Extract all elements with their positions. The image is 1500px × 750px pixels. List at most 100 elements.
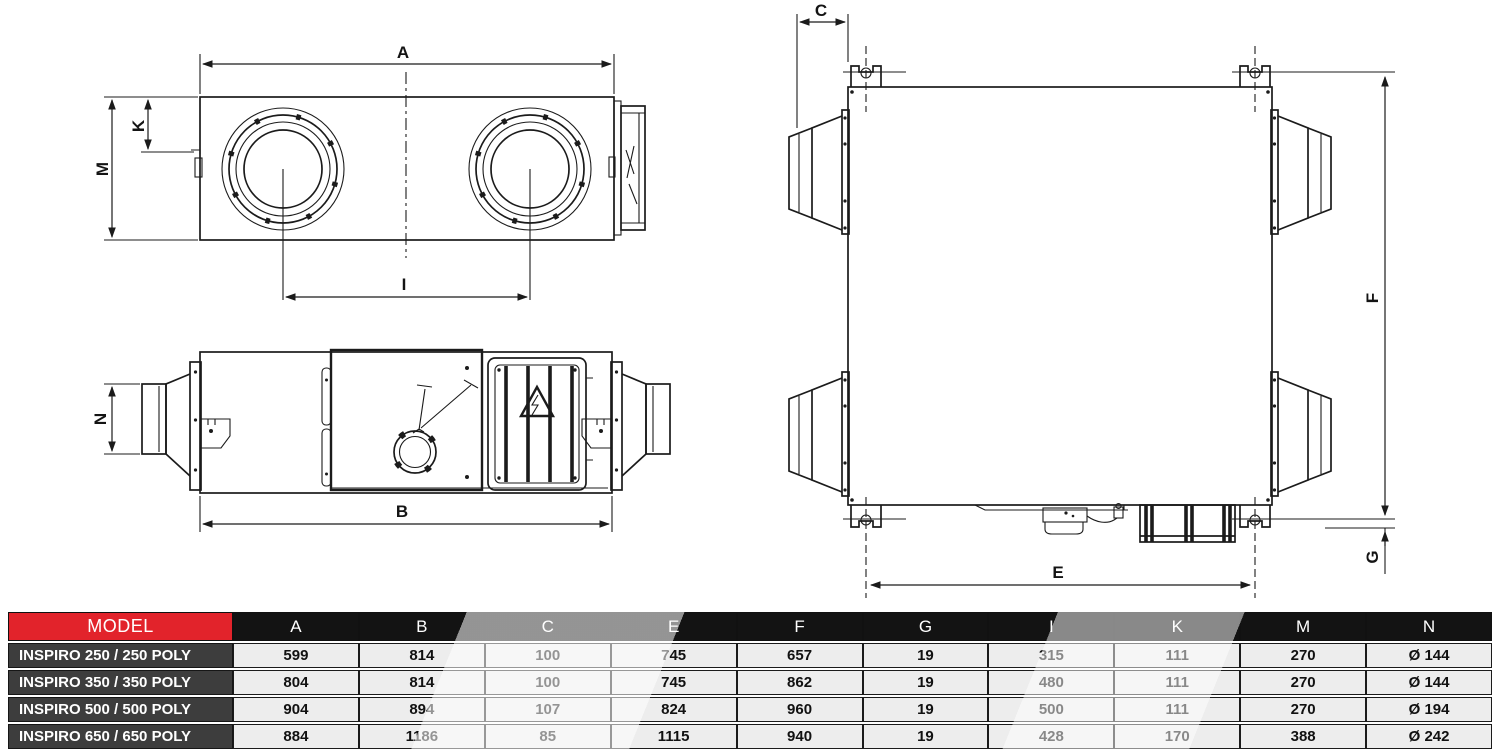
technical-drawing: A I M <box>91 1 1395 598</box>
table-row: INSPIRO 650 / 650 POLY 884 1186 85 1115 … <box>8 724 1492 749</box>
col-header-a: A <box>233 612 359 641</box>
col-header-k: K <box>1114 612 1241 641</box>
mount-bracket-bottom-right <box>1232 497 1395 598</box>
dim-label-e: E <box>1052 563 1063 582</box>
model-header-cell: MODEL <box>8 612 233 641</box>
end-duct-right-top <box>1270 109 1332 235</box>
spec-cell: 940 <box>736 724 863 749</box>
spec-cell: 19 <box>862 724 989 749</box>
dimension-e: E <box>869 563 1252 589</box>
mount-tab-left <box>200 418 231 449</box>
spec-cell: 388 <box>1240 724 1367 749</box>
damper-levers <box>412 379 479 434</box>
table-row: INSPIRO 250 / 250 POLY 599 814 100 745 6… <box>8 643 1492 668</box>
spec-cell: 100 <box>484 643 611 668</box>
unit-body-side <box>199 351 613 494</box>
spec-cell: 111 <box>1114 643 1241 668</box>
spec-cell: 170 <box>1114 724 1241 749</box>
dim-label-b: B <box>396 502 408 521</box>
filter-grille <box>487 357 593 491</box>
dim-label-a: A <box>397 43 409 62</box>
dim-label-m: M <box>93 162 112 176</box>
spec-cell: 960 <box>736 697 863 722</box>
dimension-c: C <box>796 1 849 128</box>
unit-body-end <box>847 86 1273 506</box>
col-header-c: C <box>484 612 611 641</box>
col-header-g: G <box>862 612 989 641</box>
dimension-n: N <box>91 383 140 455</box>
mount-bracket-bottom-left <box>843 497 906 598</box>
drain-trap <box>1042 502 1124 535</box>
top-view: A I M <box>93 43 646 301</box>
spec-cell: 904 <box>233 697 359 722</box>
dim-label-c: C <box>815 1 827 20</box>
spec-cell: Ø 194 <box>1366 697 1492 722</box>
spec-cell: 19 <box>862 697 989 722</box>
spec-cell: 500 <box>988 697 1115 722</box>
dimensions-table: MODEL A B C E F G I K M N INSPIRO 250 / … <box>8 612 1492 749</box>
spec-cell: 111 <box>1114 697 1241 722</box>
spec-cell: Ø 144 <box>1366 670 1492 695</box>
spec-cell: 862 <box>736 670 863 695</box>
mount-bracket-top-left <box>843 46 906 112</box>
junction-box <box>608 100 646 236</box>
spec-cell: 19 <box>862 670 989 695</box>
spec-cell: 824 <box>610 697 737 722</box>
spec-cell: 1115 <box>610 724 737 749</box>
table-header-row: MODEL A B C E F G I K M N <box>8 612 1492 641</box>
col-header-f: F <box>736 612 863 641</box>
dim-label-f: F <box>1363 293 1382 303</box>
model-cell: INSPIRO 500 / 500 POLY <box>8 697 233 722</box>
spec-cell: 745 <box>610 643 737 668</box>
col-header-m: M <box>1240 612 1367 641</box>
end-duct-left-top <box>788 109 850 235</box>
spec-cell: 428 <box>988 724 1115 749</box>
spec-cell: 599 <box>233 643 359 668</box>
control-box <box>1139 504 1236 543</box>
spec-cell: 85 <box>484 724 611 749</box>
spec-cell: 100 <box>484 670 611 695</box>
mount-bracket-top-right <box>1232 46 1395 112</box>
col-header-e: E <box>610 612 737 641</box>
dimension-k: K <box>129 98 194 153</box>
col-header-n: N <box>1366 612 1492 641</box>
high-voltage-warning-icon <box>518 384 556 418</box>
spec-cell: 814 <box>358 670 485 695</box>
end-duct-left-bottom <box>788 371 850 497</box>
spec-cell: 270 <box>1240 670 1367 695</box>
side-duct-right <box>610 361 671 491</box>
dim-label-g: G <box>1363 550 1382 563</box>
dimension-a: A <box>199 43 615 94</box>
dimension-g: G <box>1325 527 1395 574</box>
spec-cell: 884 <box>233 724 359 749</box>
spec-cell: 894 <box>358 697 485 722</box>
door-hinges <box>321 367 332 487</box>
spec-cell: 111 <box>1114 670 1241 695</box>
condensate-port <box>391 428 439 476</box>
spec-cell: 804 <box>233 670 359 695</box>
dim-label-k: K <box>129 119 148 132</box>
table-row: INSPIRO 500 / 500 POLY 904 894 107 824 9… <box>8 697 1492 722</box>
spec-cell: 270 <box>1240 643 1367 668</box>
spec-cell: 657 <box>736 643 863 668</box>
col-header-b: B <box>358 612 485 641</box>
model-cell: INSPIRO 350 / 350 POLY <box>8 670 233 695</box>
col-header-i: I <box>988 612 1115 641</box>
dimension-f: F <box>1363 75 1389 517</box>
side-view: N <box>91 348 671 532</box>
end-duct-right-bottom <box>1270 371 1332 497</box>
end-view: C <box>788 1 1395 598</box>
dimension-b: B <box>199 496 613 532</box>
access-panel <box>329 348 484 492</box>
spec-cell: Ø 144 <box>1366 643 1492 668</box>
spec-cell: 745 <box>610 670 737 695</box>
dim-label-i: I <box>402 275 407 294</box>
spec-cell: 1186 <box>358 724 485 749</box>
model-cell: INSPIRO 650 / 650 POLY <box>8 724 233 749</box>
spec-cell: 107 <box>484 697 611 722</box>
model-cell: INSPIRO 250 / 250 POLY <box>8 643 233 668</box>
table-row: INSPIRO 350 / 350 POLY 804 814 100 745 8… <box>8 670 1492 695</box>
spec-cell: 814 <box>358 643 485 668</box>
dimension-i: I <box>282 169 531 301</box>
